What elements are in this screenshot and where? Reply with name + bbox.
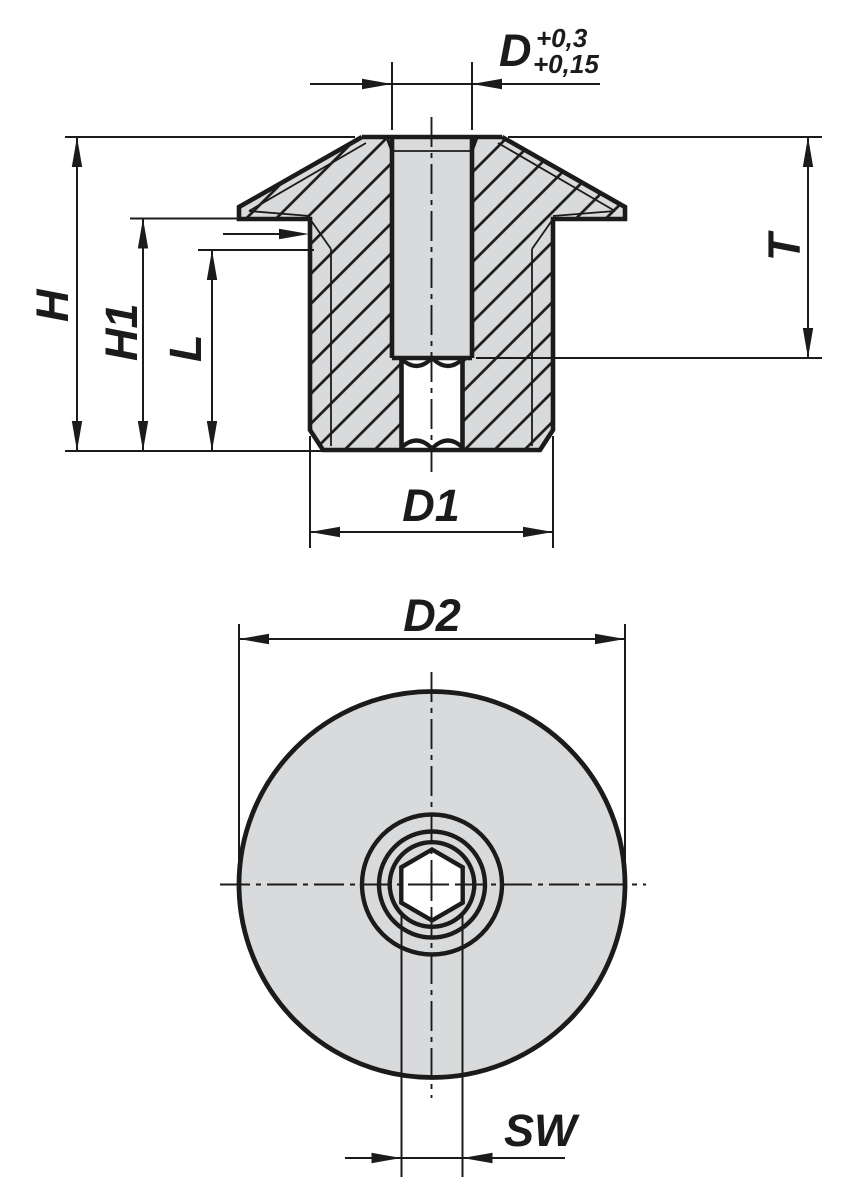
dim-bore-diameter: D +0,3 +0,15 <box>310 23 600 130</box>
dim-sw-arrows <box>371 1152 493 1164</box>
dim-d2-lines <box>238 624 626 907</box>
dim-d-tolerance-upper: +0,3 <box>536 23 588 53</box>
section-hatch-right <box>462 137 625 450</box>
dim-d-tolerance-lower: +0,15 <box>533 49 599 79</box>
section-thin-edges <box>248 142 616 446</box>
dim-d1-lines <box>309 436 554 548</box>
bottom-view: D2 SW <box>220 590 646 1177</box>
dim-l-label: L <box>160 335 211 363</box>
thread-leader-arrow <box>279 228 309 240</box>
dim-h-label: H <box>27 288 78 322</box>
dim-body-diameter: D1 <box>309 436 554 548</box>
dim-d1-arrows <box>310 526 553 538</box>
dim-overall-height: H <box>27 136 355 452</box>
dim-h1-lines <box>130 217 310 451</box>
dim-h1-label: H1 <box>96 303 147 361</box>
section-hatch-left <box>239 137 402 450</box>
dim-d-label: D <box>499 25 532 76</box>
dim-d-lines <box>310 62 600 130</box>
dim-flange-diameter: D2 <box>238 590 626 907</box>
front-section-view: D +0,3 +0,15 H H1 L <box>27 23 822 548</box>
dim-d1-label: D1 <box>402 480 460 531</box>
dim-sw-label: SW <box>504 1105 580 1156</box>
hex-socket-arcs <box>399 356 465 450</box>
dim-t-lines <box>476 136 822 359</box>
dim-thread-length: L <box>160 249 314 451</box>
dim-d2-label: D2 <box>403 590 461 641</box>
dim-l-lines <box>198 249 314 451</box>
dim-h-lines <box>65 136 355 452</box>
dim-t-label: T <box>759 230 810 261</box>
thread-leader <box>223 228 309 240</box>
center-cross <box>418 871 445 898</box>
dim-hex-socket-width: SW <box>345 915 580 1177</box>
dim-body-height: H1 <box>96 217 310 451</box>
dim-d-arrows <box>362 78 502 90</box>
dim-bore-depth: T <box>476 136 822 359</box>
